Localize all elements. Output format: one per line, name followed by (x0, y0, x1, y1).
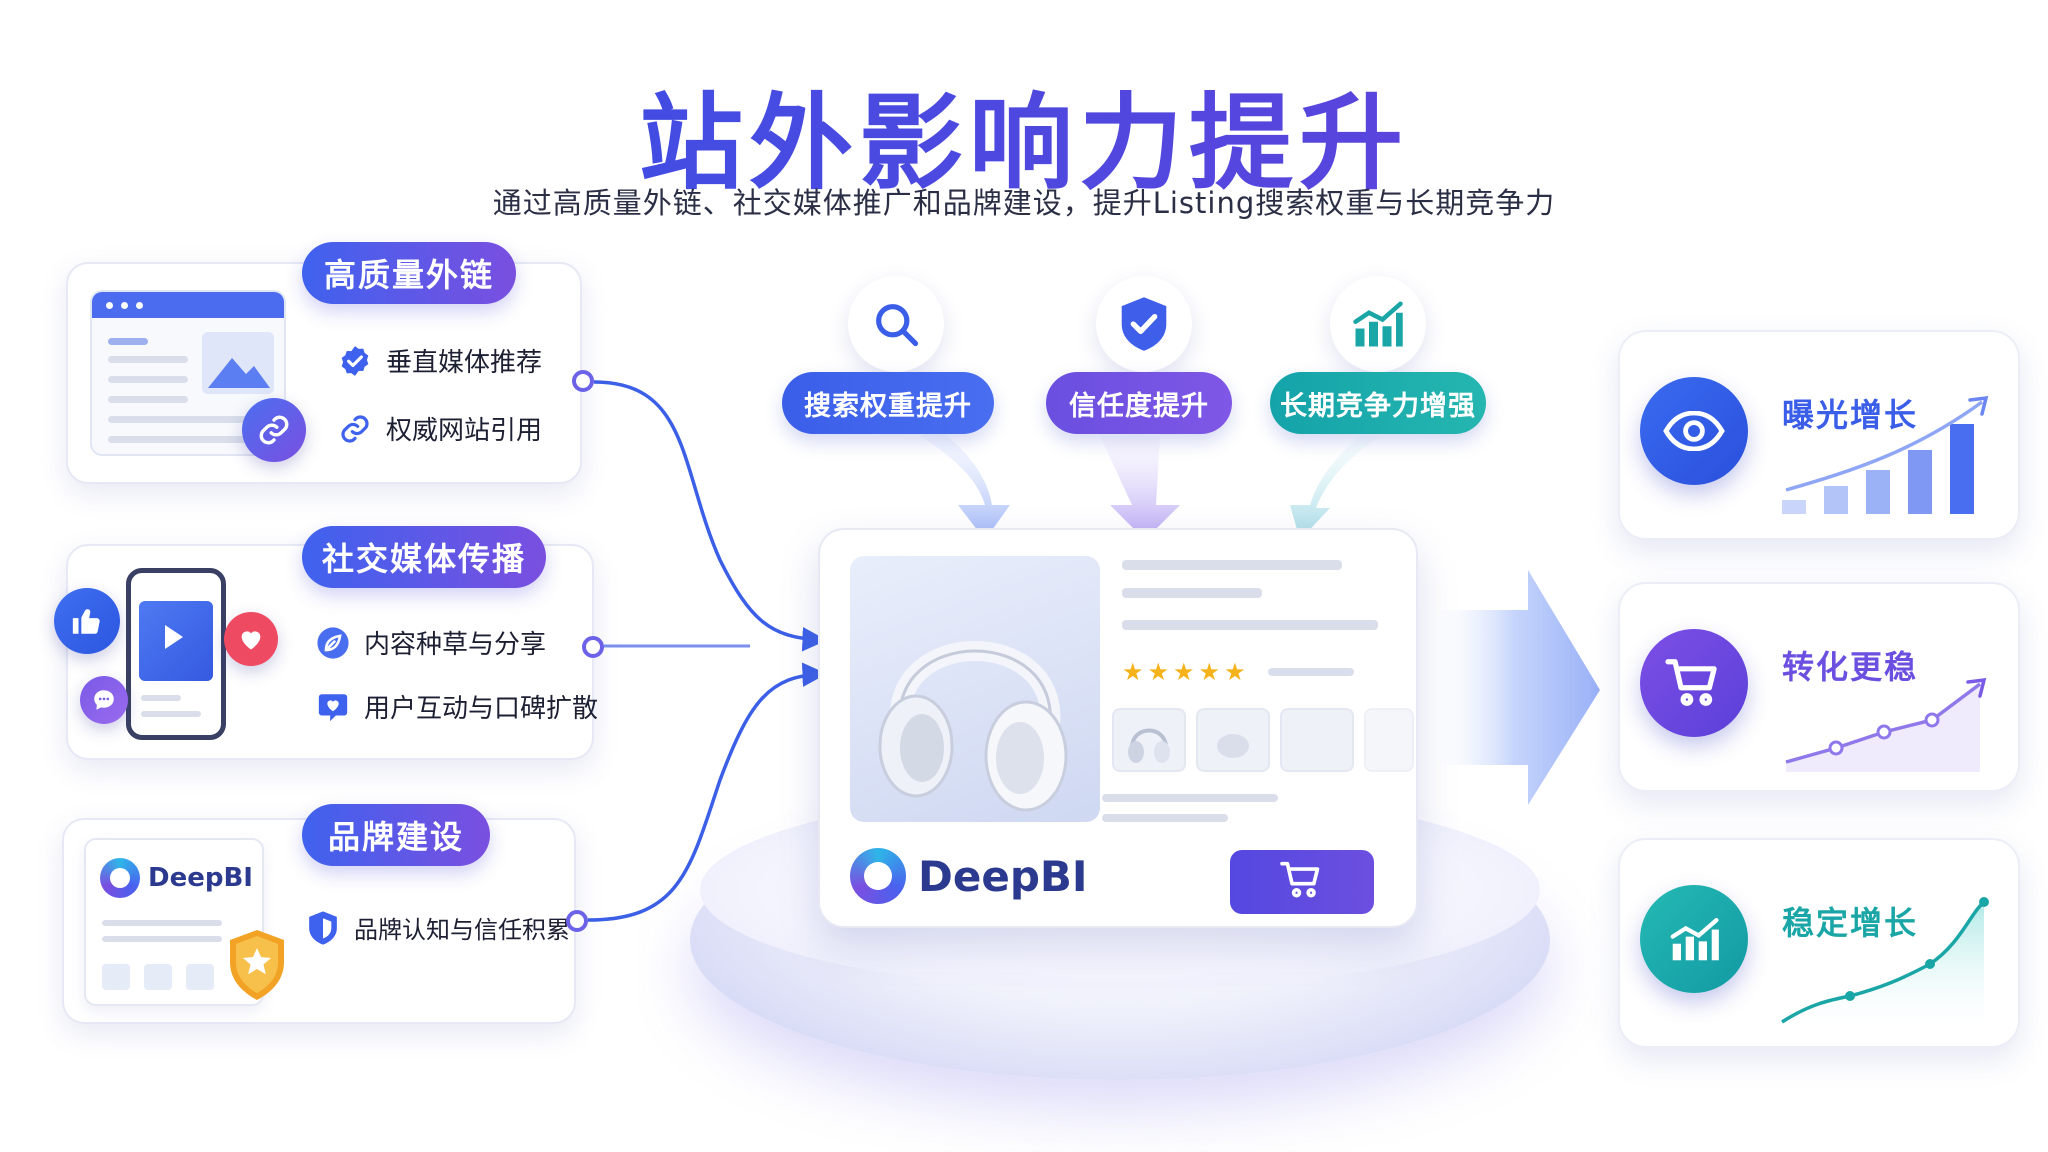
thumbnail-3[interactable] (1280, 708, 1354, 772)
star-icon: ★ (1198, 658, 1221, 686)
product-brand-logo: DeepBI (850, 848, 1088, 904)
connector-port-social (582, 636, 604, 658)
label-backlinks: 高质量外链 (302, 242, 516, 304)
shield-icon (306, 910, 340, 945)
bullet-text: 垂直媒体推荐 (386, 348, 543, 378)
brand-logo-text: DeepBI (148, 863, 253, 893)
effect-trust: 信任度提升 (1046, 372, 1232, 434)
leaf-icon (316, 626, 350, 660)
bar-chart-icon (1330, 276, 1426, 372)
image-placeholder-icon (202, 332, 274, 394)
bullet-text: 品牌认知与信任积累 (354, 916, 570, 944)
bullet-text: 权威网站引用 (386, 416, 543, 446)
deepbi-logo-icon (850, 848, 906, 904)
label-brand-building: 品牌建设 (302, 804, 490, 866)
product-listing-card: ★ ★ ★ ★ ★ DeepBI (818, 528, 1418, 928)
down-arrow-competitive (1290, 436, 1380, 540)
bullet-authority-sites: 权威网站引用 (338, 410, 542, 447)
headphones-product-image (850, 556, 1100, 822)
bullet-content-seeding: 内容种草与分享 (316, 624, 546, 661)
star-icon: ★ (1147, 658, 1170, 686)
effect-long-term-competitiveness: 长期竞争力增强 (1270, 372, 1486, 434)
check-badge-icon (338, 344, 372, 378)
star-icon: ★ (1224, 658, 1246, 686)
connector-port-backlinks (572, 370, 594, 392)
rating-stars: ★ ★ ★ ★ ★ (1122, 658, 1246, 686)
down-arrow-search (920, 430, 1010, 540)
star-shield-badge-icon (226, 928, 288, 1002)
outcome-title: 转化更稳 (1782, 648, 1919, 686)
big-arrow-right (1428, 570, 1600, 805)
cart-icon (1640, 629, 1748, 737)
growth-chart-icon (1640, 885, 1748, 993)
bullet-text: 用户互动与口碑扩散 (364, 694, 599, 724)
outcome-title: 曝光增长 (1782, 396, 1919, 434)
star-icon: ★ (1173, 658, 1195, 686)
page-subtitle: 通过高质量外链、社交媒体推广和品牌建设，提升Listing搜索权重与长期竞争力 (492, 186, 1556, 220)
bullet-vertical-media: 垂直媒体推荐 (338, 342, 542, 379)
heart-icon (224, 612, 278, 666)
outcome-card-conversion: 转化更稳 (1618, 582, 2020, 792)
shield-check-icon (1096, 276, 1192, 372)
link-icon (338, 412, 372, 446)
add-to-cart-button[interactable] (1230, 850, 1374, 914)
product-brand-text: DeepBI (918, 851, 1088, 901)
rising-wave-graphic (1781, 897, 1989, 1030)
connector-brand (587, 662, 827, 922)
brand-logo: DeepBI (100, 858, 253, 898)
chat-bubble-icon (80, 676, 128, 724)
browser-toolbar (92, 292, 284, 318)
thumbnail-headphones[interactable] (1112, 708, 1186, 772)
outcome-card-exposure: 曝光增长 (1618, 330, 2020, 540)
outcome-title: 稳定增长 (1782, 904, 1919, 942)
outcome-card-stable-growth: 稳定增长 (1618, 838, 2020, 1048)
heart-chat-icon (316, 690, 350, 724)
connector-port-brand (566, 910, 588, 932)
search-icon (848, 276, 944, 372)
user-avatar-icon (102, 964, 130, 990)
star-icon: ★ (1122, 658, 1144, 686)
bullet-text: 内容种草与分享 (364, 630, 547, 660)
down-arrow-trust (1100, 436, 1180, 540)
browser-mockup (90, 290, 286, 456)
bullet-brand-trust: 品牌认知与信任积累 (306, 910, 570, 945)
growth-bars-graphic (1782, 395, 1989, 514)
label-social-media: 社交媒体传播 (302, 526, 546, 588)
effect-search-ranking: 搜索权重提升 (782, 372, 994, 434)
user-avatar-icon (186, 964, 214, 990)
eye-icon (1640, 377, 1748, 485)
user-avatar-icon (144, 964, 172, 990)
thumbs-up-icon (54, 588, 120, 654)
link-badge-icon (242, 398, 306, 462)
steady-line-graphic (1785, 677, 1987, 772)
cart-icon (1279, 860, 1325, 904)
connector-backlinks (593, 380, 827, 652)
bullet-word-of-mouth: 用户互动与口碑扩散 (316, 688, 598, 725)
deepbi-logo-icon (100, 858, 140, 898)
play-icon (165, 625, 183, 649)
page-title: 站外影响力提升 (0, 58, 2048, 209)
thumbnail-2[interactable] (1196, 708, 1270, 772)
thumbnail-4[interactable] (1364, 708, 1414, 772)
phone-mockup (126, 568, 226, 740)
